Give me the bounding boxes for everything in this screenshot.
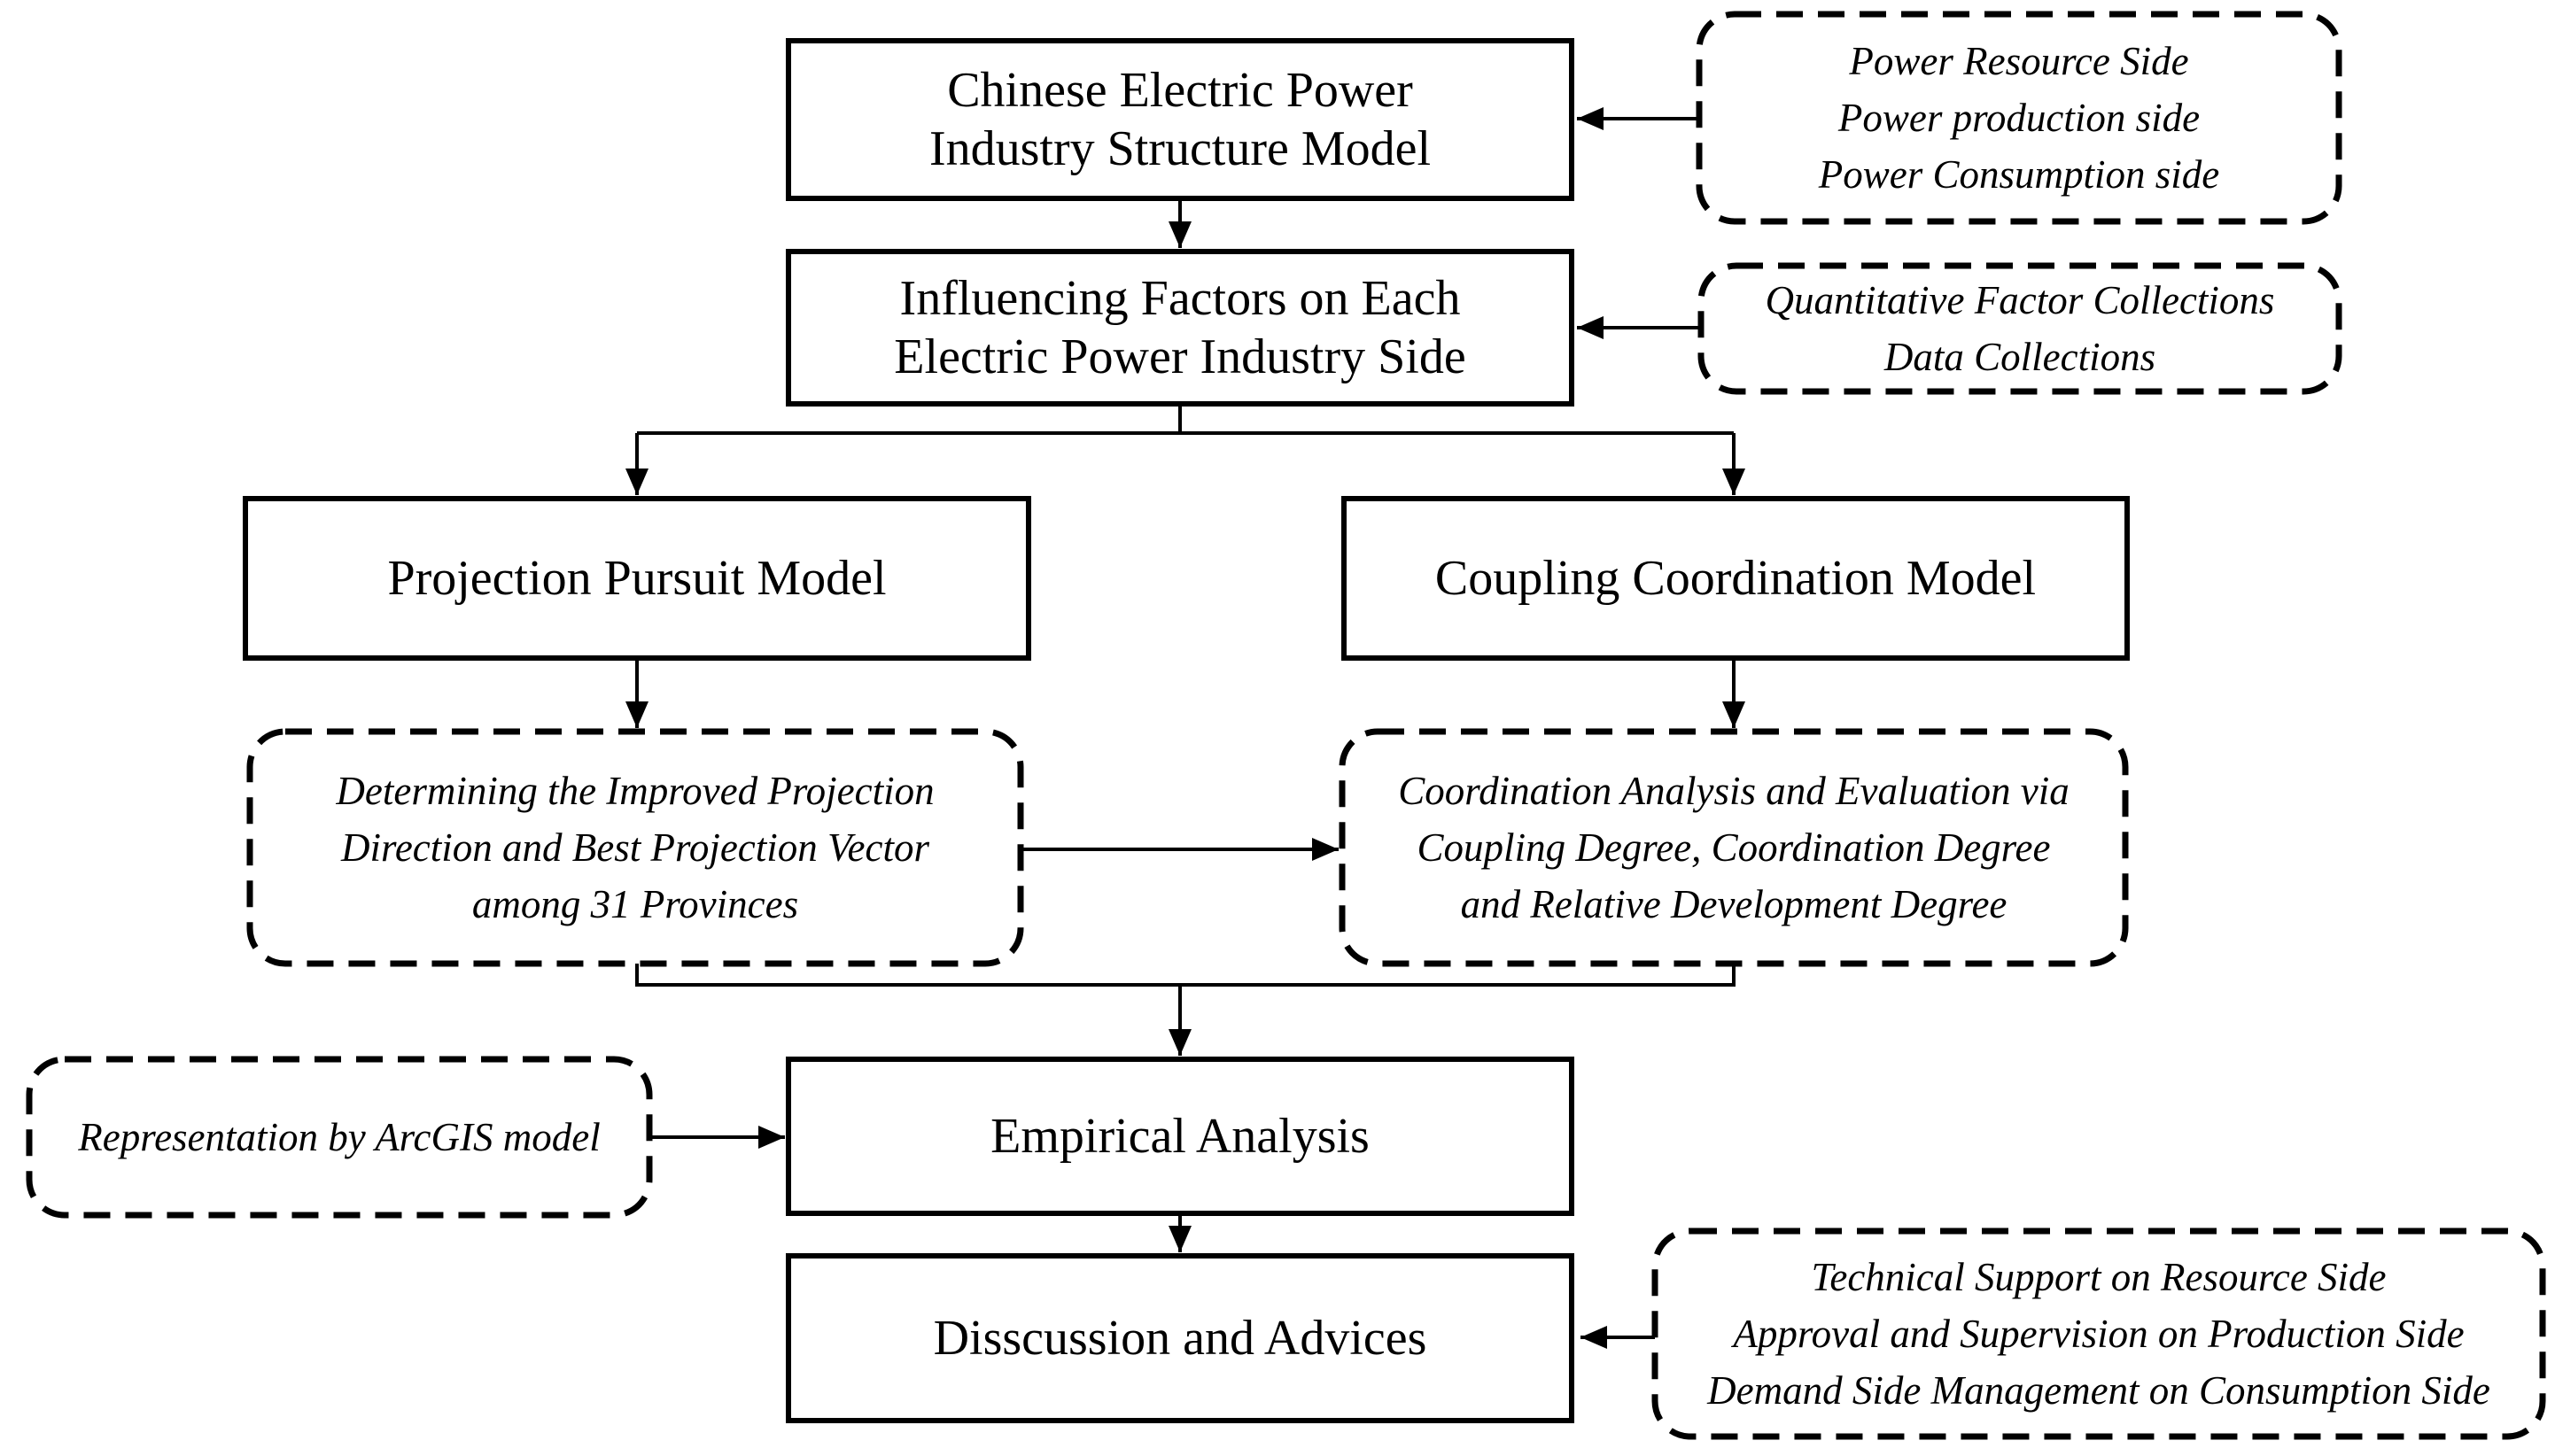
node-arcgis-box xyxy=(26,1056,653,1219)
node-empirical-analysis-box xyxy=(786,1057,1574,1216)
solid-box-group xyxy=(243,38,2130,1423)
node-side-measures-box xyxy=(1651,1228,2546,1440)
node-influencing-factors-box xyxy=(786,249,1574,407)
dashed-box-group xyxy=(26,11,2546,1440)
node-discussion-advices-box xyxy=(786,1253,1574,1423)
node-projection-pursuit-box xyxy=(243,496,1031,661)
node-structure-model-box xyxy=(786,38,1574,201)
connector-group xyxy=(625,107,1745,1349)
node-projection-outcome-box xyxy=(246,728,1024,967)
node-collections-box xyxy=(1697,262,2342,395)
node-coupling-coordination-box xyxy=(1341,496,2130,661)
node-coordination-outcome-box xyxy=(1339,728,2129,967)
node-power-sides-box xyxy=(1696,11,2342,225)
